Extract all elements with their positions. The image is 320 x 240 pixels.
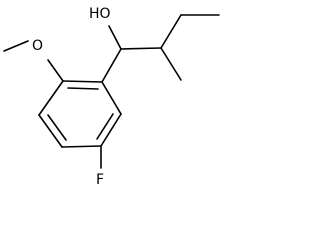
fluorine-label: F <box>96 172 104 188</box>
hydroxyl-label: HO <box>89 6 111 22</box>
ring-bond-c2-c3 <box>38 80 64 116</box>
ring-double-bond-c1-c2 <box>67 87 99 90</box>
ring-bond-c1-c2 <box>62 80 103 83</box>
methoxy-oxygen-label: O <box>32 38 43 54</box>
bond-branch-to-ethyl-ch2 <box>160 14 182 49</box>
chemical-structure: O F HO <box>3 6 220 188</box>
ring-bond-c6-c1 <box>101 81 122 115</box>
ring-bond-c5-c6 <box>100 113 122 147</box>
bond-branch-to-methyl <box>160 47 182 81</box>
ring-double-bond-c3-c4 <box>47 114 67 141</box>
ring-double-bond-c5-c6 <box>96 113 114 140</box>
bond-ring-to-methoxy-o <box>47 59 64 82</box>
benzene-ring <box>38 80 122 148</box>
bond-carbinol-to-hydroxyl <box>108 25 122 50</box>
ring-bond-c3-c4 <box>38 114 63 148</box>
ring-bond-c4-c5 <box>61 145 102 148</box>
bond-methoxy-o-to-methyl <box>3 40 29 52</box>
bond-carbinol-to-branch <box>120 47 162 50</box>
bond-ring-to-carbinol <box>101 48 122 83</box>
